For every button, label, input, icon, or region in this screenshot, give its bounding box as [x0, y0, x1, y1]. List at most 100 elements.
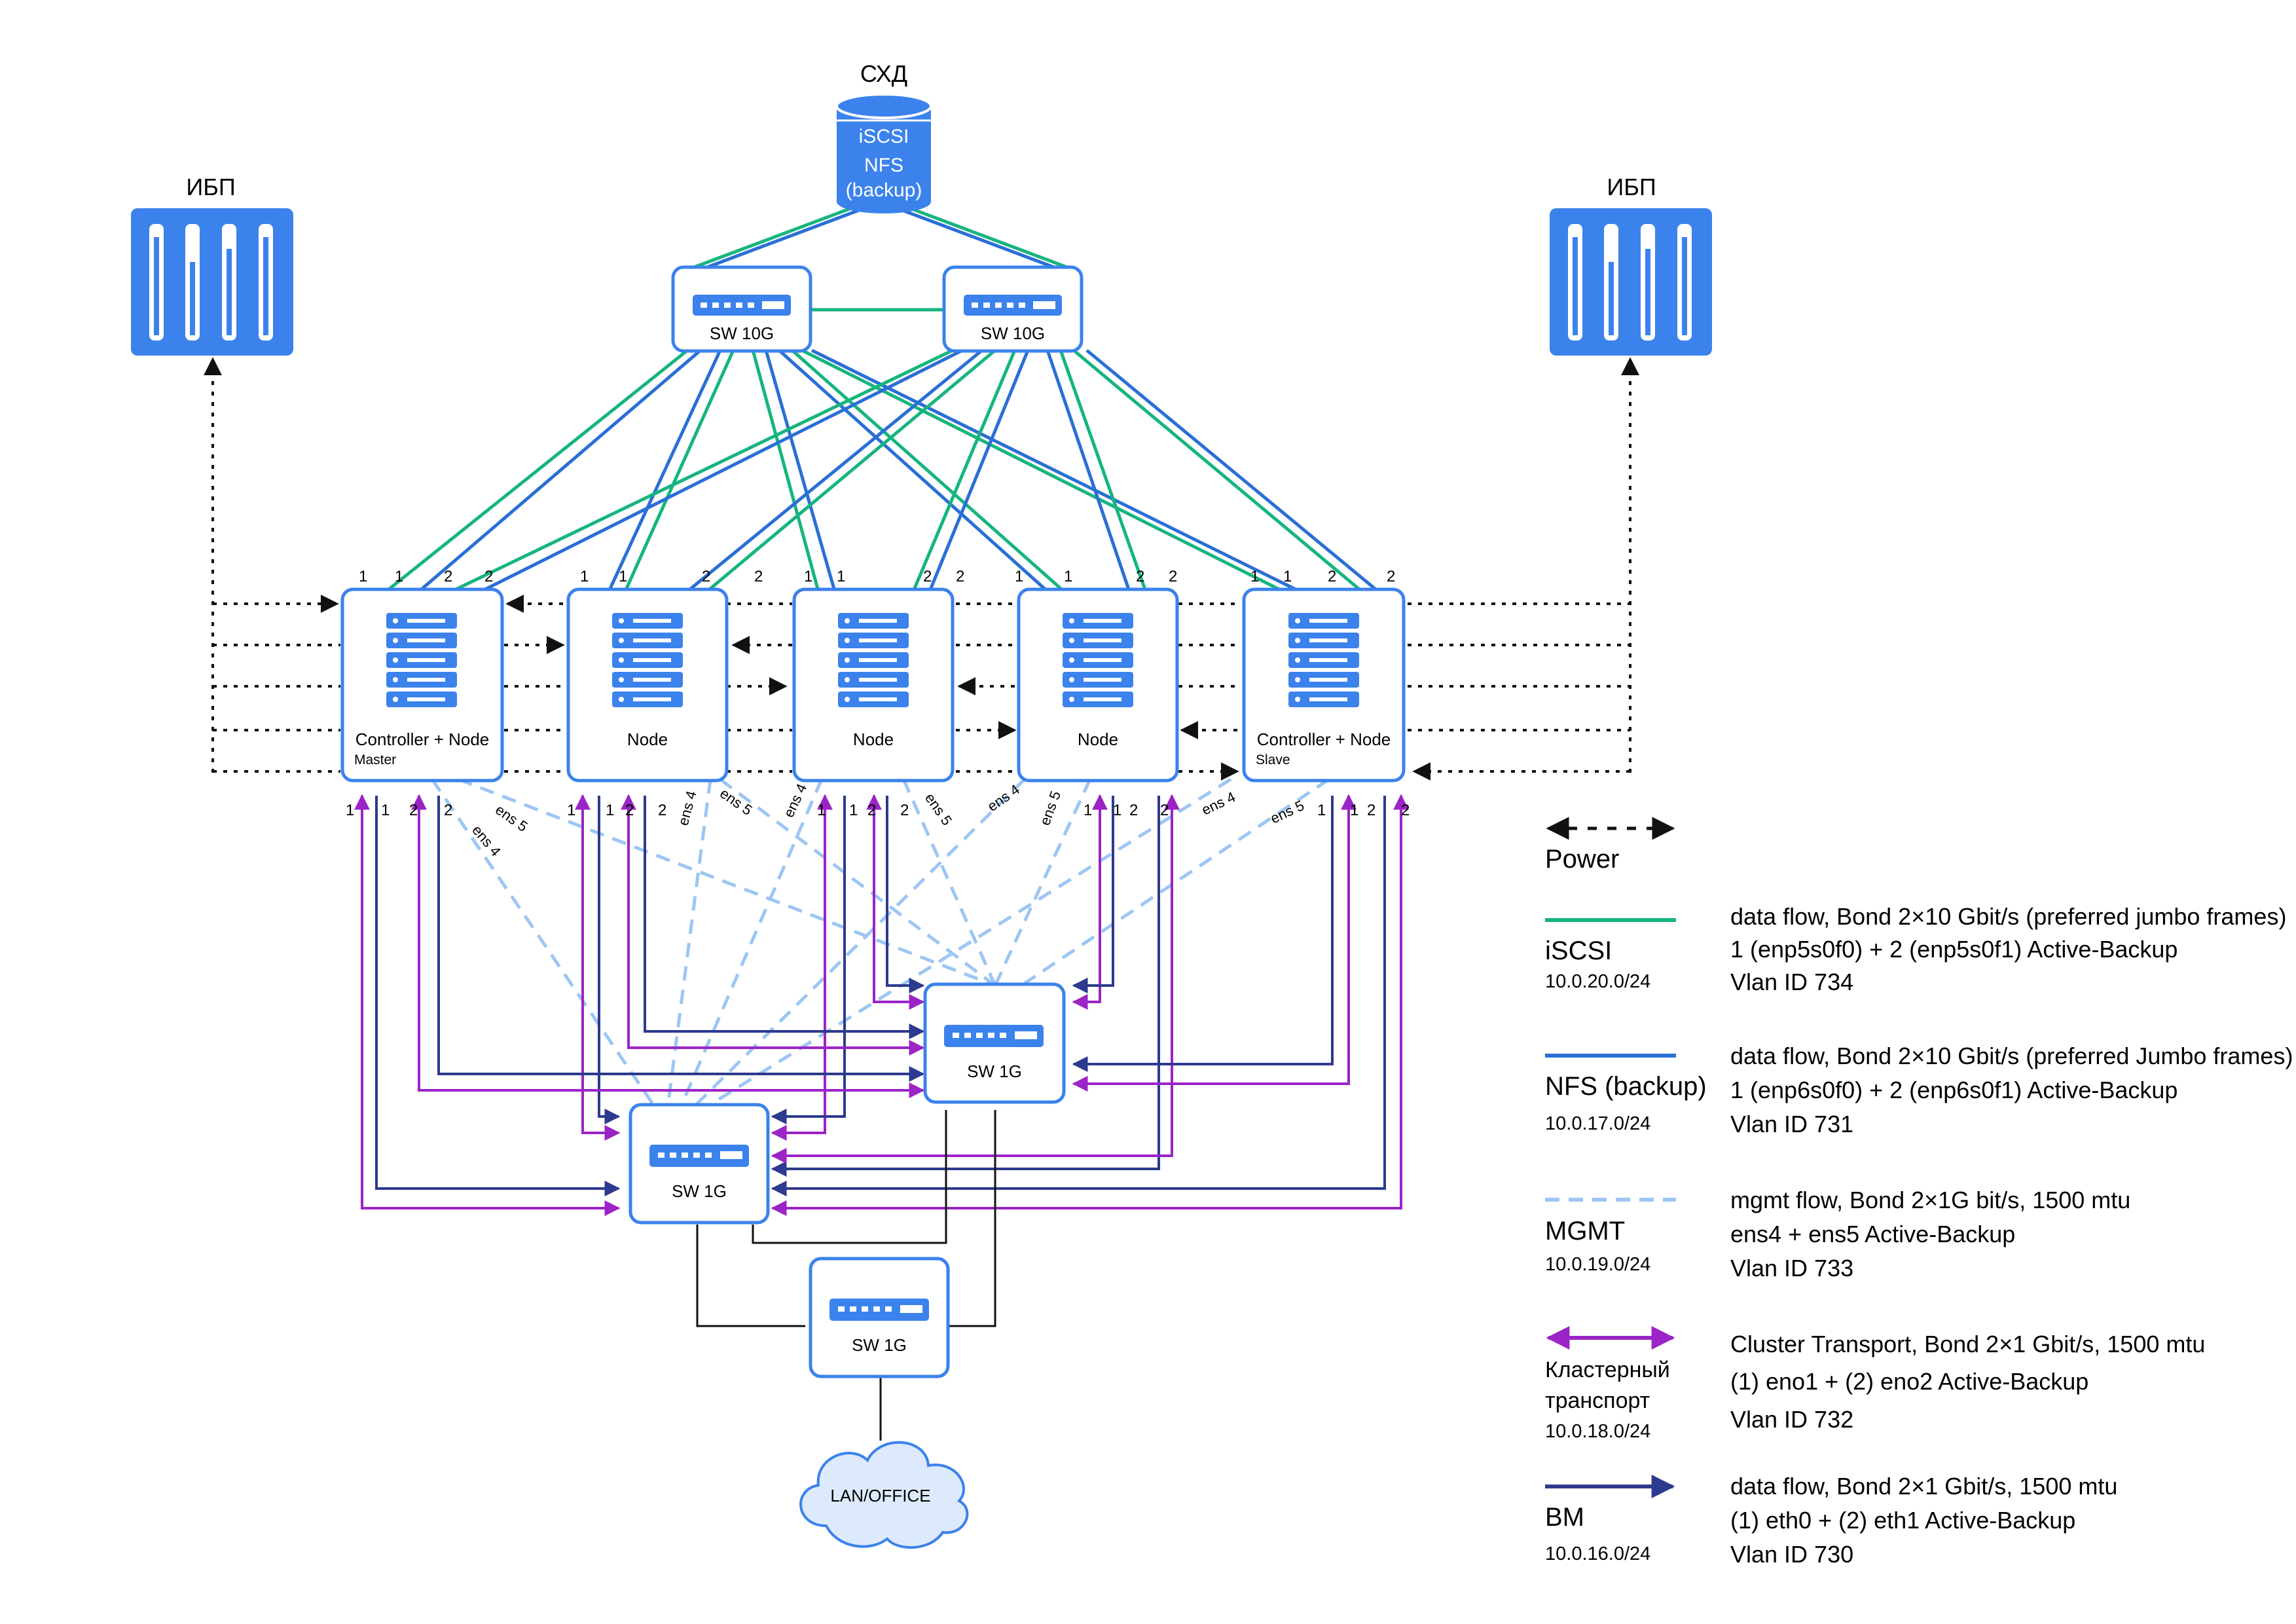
legend-nfs-desc: 1 (enp6s0f0) + 2 (enp6s0f1) Active-Backu… — [1730, 1077, 2178, 1103]
legend-cluster-label: Кластерный — [1545, 1357, 1670, 1382]
ens-label: ens 4 — [780, 781, 810, 820]
legend: Power iSCSI 10.0.20.0/24 data flow, Bond… — [1545, 817, 2293, 1568]
port-label: 1 — [1113, 802, 1121, 819]
switch-10g-right[interactable]: SW 10G — [942, 265, 1084, 353]
ups-right-icon — [1568, 224, 1692, 341]
node-role: Slave — [1256, 752, 1290, 767]
cloud-label: LAN/OFFICE — [830, 1486, 930, 1505]
node-name: Controller + Node — [1257, 729, 1391, 749]
port-label: 2 — [409, 802, 418, 819]
legend-nfs-label: NFS (backup) — [1545, 1072, 1707, 1101]
legend-power-label: Power — [1545, 845, 1619, 874]
port-label: 2 — [900, 802, 909, 819]
ups-left-icon — [149, 224, 273, 341]
legend-cluster: Кластерный транспорт 10.0.18.0/24 Cluste… — [1545, 1326, 2205, 1442]
storage-system[interactable]: СХД iSCSI NFS (backup) — [835, 60, 932, 213]
port-labels-top: 1 1 2 2 1 1 2 2 1 1 2 2 1 1 2 2 1 1 2 2 — [359, 568, 1395, 585]
port-label: 1 — [619, 568, 627, 585]
port-label: 1 — [1084, 802, 1092, 819]
switch-label: SW 1G — [672, 1181, 727, 1201]
port-label: 2 — [1169, 568, 1177, 585]
port-label: 2 — [1401, 802, 1410, 819]
legend-cluster-desc: Vlan ID 732 — [1730, 1406, 1853, 1433]
port-label: 2 — [444, 802, 452, 819]
port-label: 1 — [817, 802, 826, 819]
server-icon — [1288, 613, 1359, 707]
switch-1g-bottom[interactable]: SW 1G — [809, 1257, 950, 1378]
server-icon — [1063, 613, 1133, 707]
port-label: 2 — [1129, 802, 1138, 819]
switch-1g-left[interactable]: SW 1G — [629, 1103, 770, 1225]
port-label: 1 — [849, 802, 858, 819]
legend-mgmt-net: 10.0.19.0/24 — [1545, 1254, 1650, 1275]
connection-lines — [204, 206, 1639, 1441]
node-name: Node — [627, 729, 668, 749]
node-name: Node — [853, 729, 894, 749]
port-label: 1 — [1350, 802, 1358, 819]
legend-cluster-desc: Cluster Transport, Bond 2×1 Gbit/s, 1500… — [1730, 1331, 2205, 1357]
port-label: 1 — [346, 802, 354, 819]
node-3[interactable]: Node — [792, 587, 955, 783]
port-label: 1 — [1064, 568, 1072, 585]
switch-label: SW 10G — [710, 323, 774, 343]
server-icon — [612, 613, 683, 707]
mgmt-links — [430, 777, 1330, 1109]
port-label: 1 — [395, 568, 403, 585]
ens-label: ens 4 — [675, 789, 700, 827]
storage-uplinks — [690, 206, 1071, 312]
port-label: 1 — [359, 568, 367, 585]
port-label: 2 — [923, 568, 932, 585]
node-slave[interactable]: Controller + Node Slave — [1242, 587, 1406, 783]
port-label: 2 — [956, 568, 964, 585]
legend-iscsi-label: iSCSI — [1545, 936, 1612, 965]
port-label: 2 — [484, 568, 493, 585]
switch-label: SW 10G — [981, 323, 1045, 343]
legend-iscsi-desc: 1 (enp5s0f0) + 2 (enp5s0f1) Active-Backu… — [1730, 936, 2178, 963]
legend-cluster-net: 10.0.18.0/24 — [1545, 1421, 1650, 1442]
port-label: 2 — [1387, 568, 1395, 585]
switch-10g-left[interactable]: SW 10G — [671, 265, 812, 353]
ups-left[interactable]: ИБП — [131, 174, 293, 356]
legend-mgmt: MGMT 10.0.19.0/24 mgmt flow, Bond 2×1G b… — [1545, 1187, 2130, 1282]
storage-nfs: NFS — [864, 155, 903, 176]
port-label: 1 — [1015, 568, 1023, 585]
legend-nfs-net: 10.0.17.0/24 — [1545, 1113, 1650, 1134]
ups-right[interactable]: ИБП — [1550, 174, 1712, 356]
ens-label: ens 5 — [1268, 797, 1307, 826]
access-interconnects — [696, 1110, 996, 1441]
node-role: Master — [354, 752, 396, 767]
node-name: Controller + Node — [355, 729, 490, 749]
port-label: 1 — [804, 568, 812, 585]
port-label: 1 — [580, 568, 589, 585]
lan-office-cloud[interactable]: LAN/OFFICE — [799, 1441, 969, 1549]
cluster-and-bm-links — [354, 794, 1409, 1216]
port-label: 1 — [381, 802, 390, 819]
node-master[interactable]: Controller + Node Master — [340, 587, 504, 783]
ens-label: ens 5 — [717, 785, 755, 819]
node-name: Node — [1078, 729, 1118, 749]
port-label: 2 — [1160, 802, 1169, 819]
port-label: 2 — [1367, 802, 1376, 819]
legend-nfs-desc: Vlan ID 731 — [1730, 1111, 1853, 1137]
legend-iscsi-net: 10.0.20.0/24 — [1545, 971, 1650, 992]
legend-mgmt-desc: Vlan ID 733 — [1730, 1255, 1853, 1282]
port-label: 1 — [837, 568, 845, 585]
fabric-10g — [385, 348, 1379, 593]
legend-bm-label: BM — [1545, 1503, 1584, 1532]
legend-bm-desc: (1) eth0 + (2) eth1 Active-Backup — [1730, 1507, 2075, 1534]
port-label: 1 — [606, 802, 614, 819]
legend-nfs: NFS (backup) 10.0.17.0/24 data flow, Bon… — [1545, 1043, 2293, 1137]
port-label: 2 — [1328, 568, 1336, 585]
port-label: 2 — [867, 802, 876, 819]
node-2[interactable]: Node — [566, 587, 729, 783]
legend-mgmt-desc: mgmt flow, Bond 2×1G bit/s, 1500 mtu — [1730, 1187, 2130, 1213]
ups-right-title: ИБП — [1607, 174, 1656, 200]
port-label: 1 — [567, 802, 575, 819]
node-4[interactable]: Node — [1017, 587, 1179, 783]
switch-label: SW 1G — [852, 1335, 907, 1355]
legend-nfs-desc: data flow, Bond 2×10 Gbit/s (preferred J… — [1730, 1043, 2293, 1069]
port-label: 2 — [702, 568, 710, 585]
port-label: 2 — [1136, 568, 1144, 585]
switch-1g-right[interactable]: SW 1G — [923, 982, 1066, 1104]
legend-cluster-desc: (1) eno1 + (2) eno2 Active-Backup — [1730, 1368, 2088, 1395]
